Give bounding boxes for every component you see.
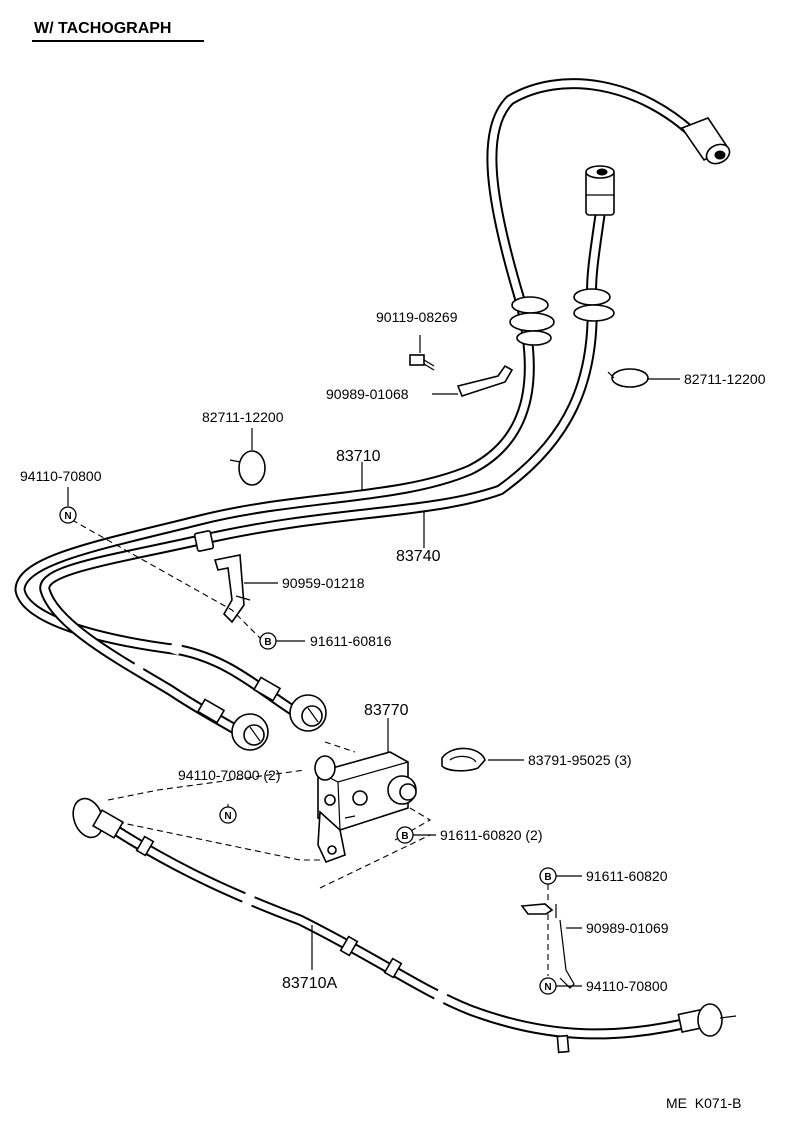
cable-end-83710 xyxy=(252,676,327,732)
hose-clamp-left xyxy=(229,428,266,486)
footer-code: ME K071-B xyxy=(666,1095,741,1111)
label-83770: 83770 xyxy=(364,702,409,719)
symbol-b-upper: B xyxy=(259,632,277,650)
label-90959-01218: 90959-01218 xyxy=(282,575,365,591)
clamp-90989-01068 xyxy=(456,364,514,397)
splitter-box-83770 xyxy=(314,751,417,864)
cable-83710A xyxy=(96,815,702,1054)
svg-text:B: B xyxy=(544,872,551,883)
connector-83740-upper xyxy=(585,165,615,216)
label-82711-12200-right: 82711-12200 xyxy=(684,371,766,387)
label-82711-12200-left: 82711-12200 xyxy=(202,409,284,425)
label-83791-95025: 83791-95025 (3) xyxy=(528,752,632,768)
svg-text:N: N xyxy=(224,811,231,822)
label-83710A: 83710A xyxy=(282,975,337,992)
label-94110-70800-bottom: 94110-70800 xyxy=(586,978,668,994)
clip-83791-95025 xyxy=(441,747,486,772)
grommet-right xyxy=(573,288,615,322)
svg-text:N: N xyxy=(544,982,551,993)
cable-83740 xyxy=(39,214,606,740)
clamp-90989-01069 xyxy=(520,903,575,989)
hose-clamp-right xyxy=(607,368,649,388)
label-91611-60816: 91611-60816 xyxy=(310,633,392,649)
label-91611-60820-right: 91611-60820 xyxy=(586,868,668,884)
label-83740: 83740 xyxy=(396,548,441,565)
dashline-box-top xyxy=(107,769,306,801)
cable-joint-upper xyxy=(193,530,215,552)
label-94110-70800-top: 94110-70800 xyxy=(20,468,102,484)
bracket-90959-01218 xyxy=(213,554,251,624)
symbol-b-mid: B xyxy=(396,826,414,844)
label-90989-01068: 90989-01068 xyxy=(326,386,409,402)
grommet-left xyxy=(509,296,555,346)
symbol-n-top: N xyxy=(59,506,77,524)
dashline-box-left xyxy=(107,819,320,861)
symbol-n-bottom: N xyxy=(539,977,557,995)
connector-83710A-left xyxy=(72,797,124,839)
svg-text:B: B xyxy=(264,637,271,648)
dashline-bottom xyxy=(319,834,431,889)
svg-text:N: N xyxy=(64,511,71,522)
label-91611-60820-mid: 91611-60820 (2) xyxy=(440,827,542,843)
label-94110-70800-mid: 94110-70800 (2) xyxy=(178,767,280,783)
label-90119-08269: 90119-08269 xyxy=(376,309,458,325)
symbol-n-mid: N xyxy=(219,806,237,824)
label-90989-01069: 90989-01069 xyxy=(586,920,669,936)
connector-83710-upper xyxy=(680,117,731,165)
cable-end-83740 xyxy=(196,698,269,751)
dashline-n-top xyxy=(71,519,263,641)
diagram-title: W/ TACHOGRAPH xyxy=(34,20,171,37)
label-83710: 83710 xyxy=(336,448,381,465)
connector-83710A-right xyxy=(677,1003,737,1037)
svg-text:B: B xyxy=(401,831,408,842)
symbol-b-right: B xyxy=(539,867,557,885)
cable-83710 xyxy=(14,78,704,720)
dashline-83770 xyxy=(324,741,356,753)
bolt-90119-08269 xyxy=(409,335,435,371)
